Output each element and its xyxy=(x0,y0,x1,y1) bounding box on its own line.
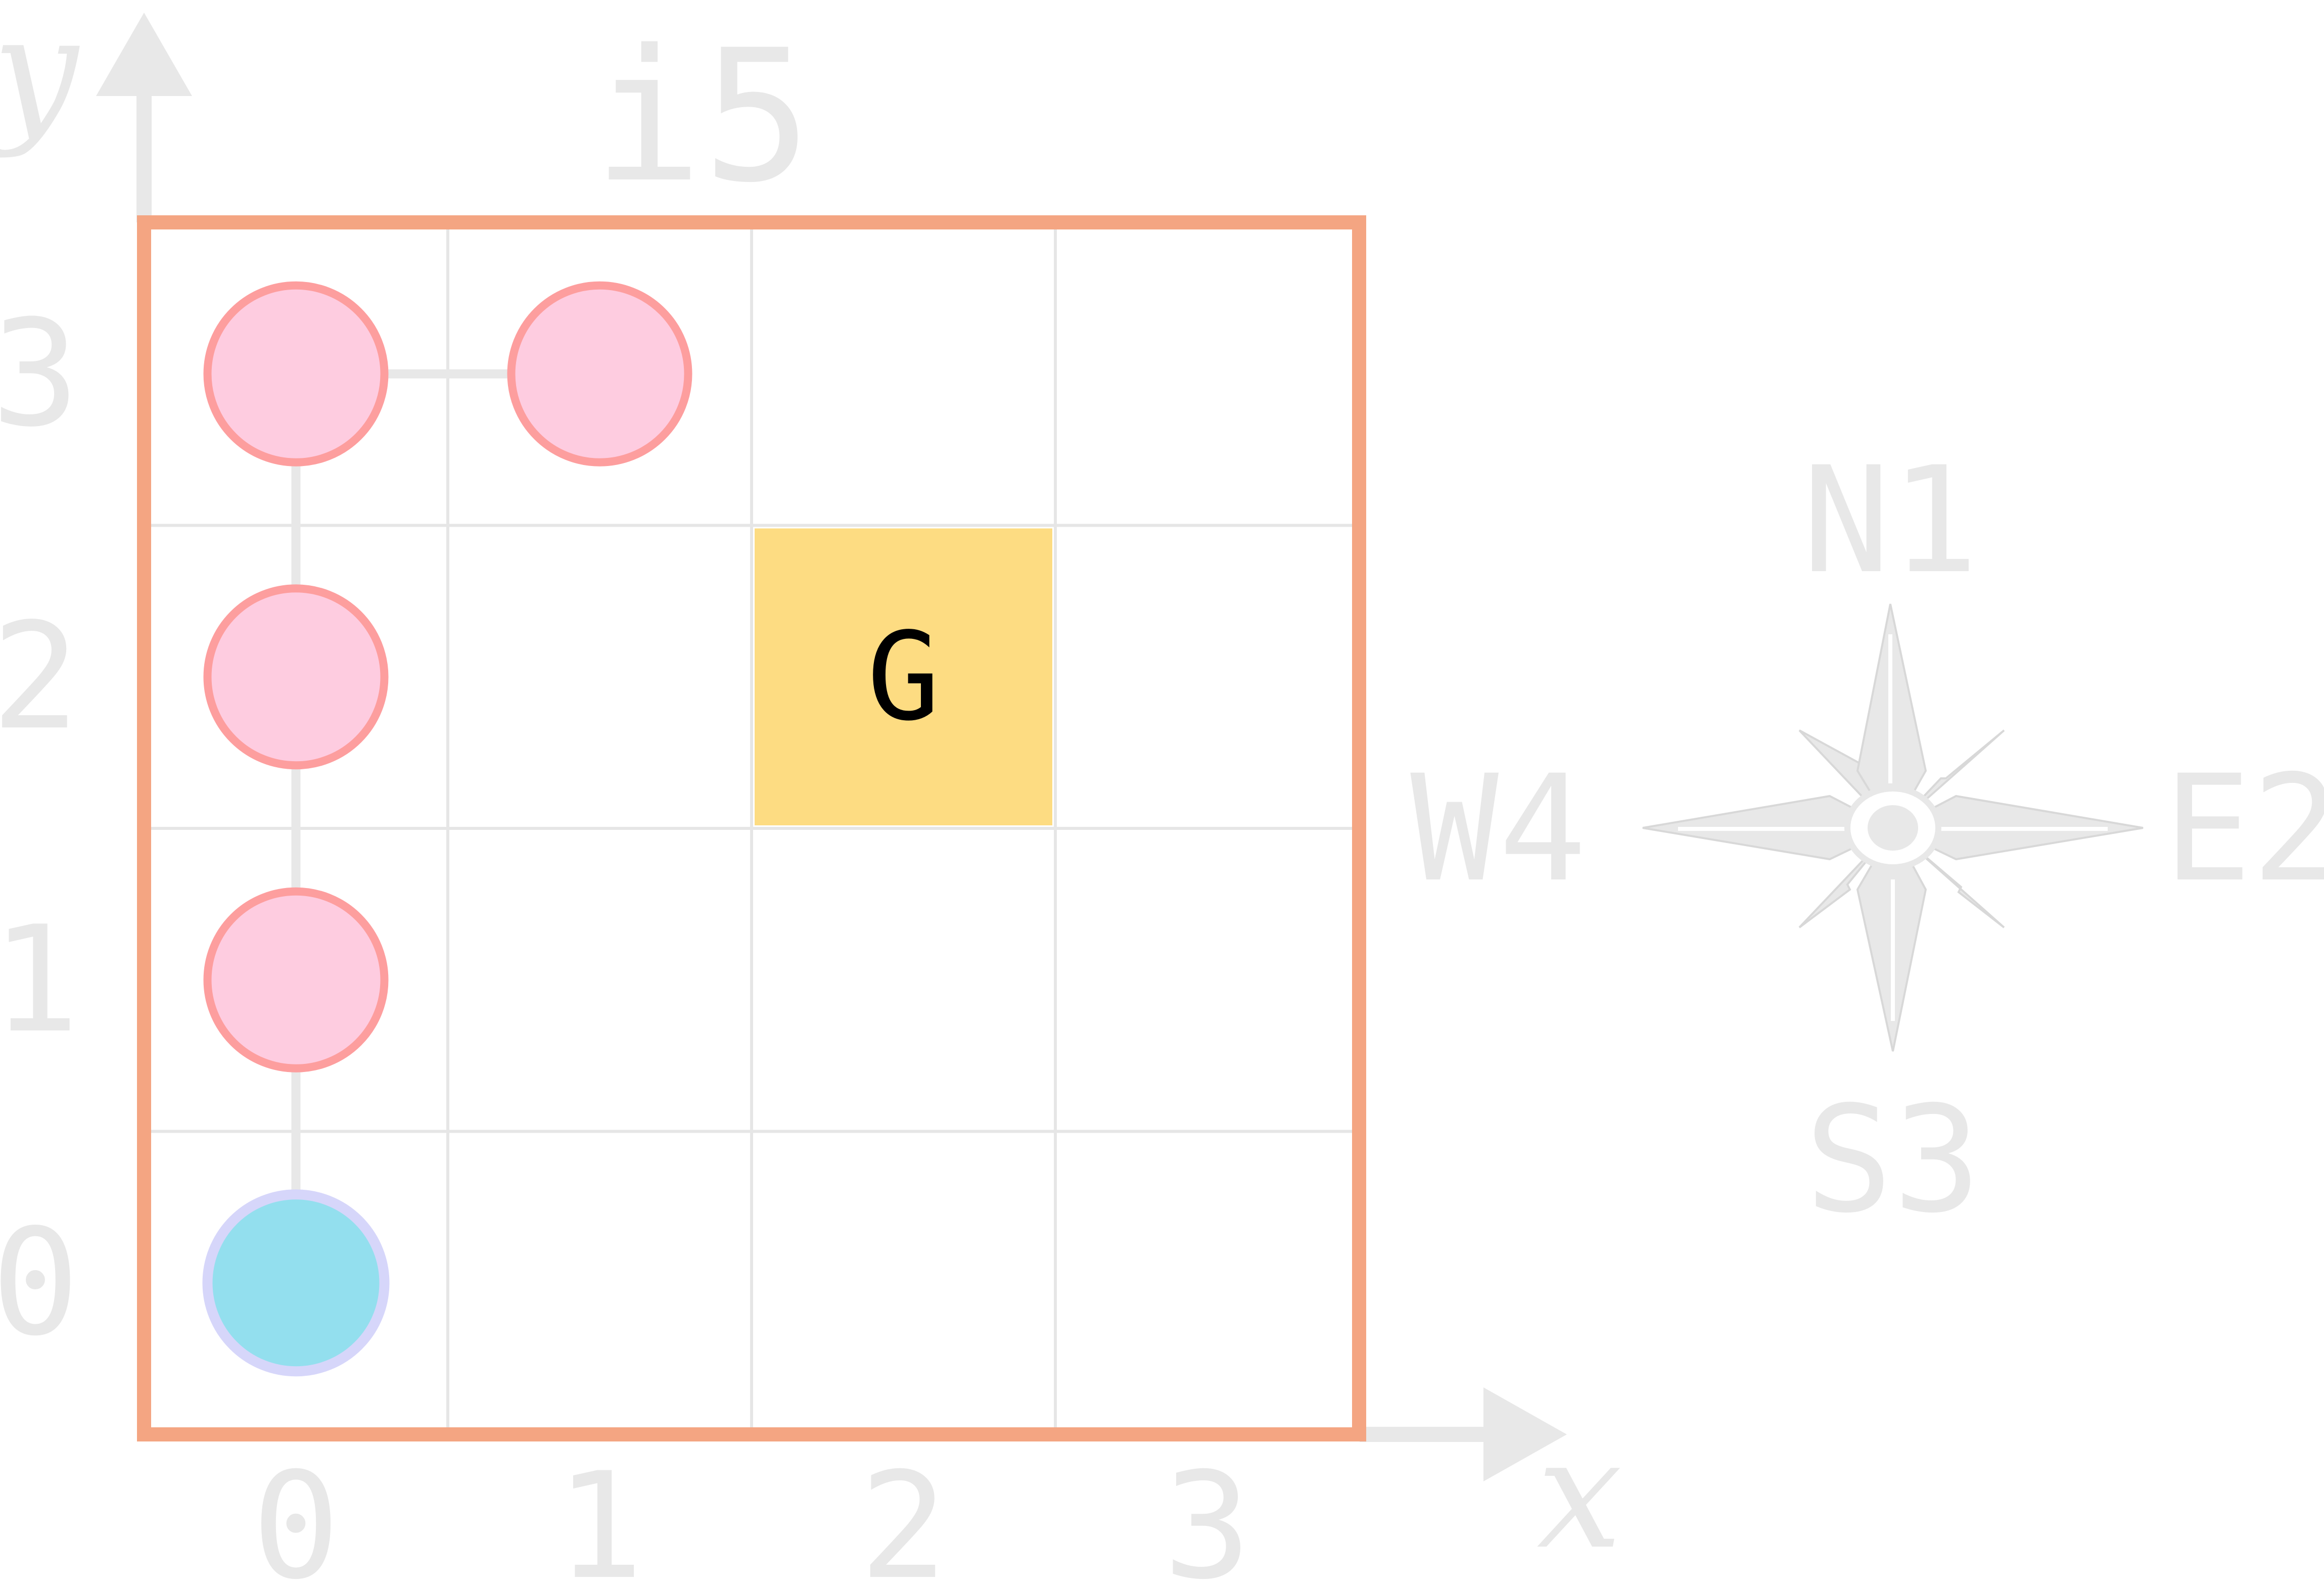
x-axis-label: x xyxy=(1537,1406,1622,1582)
x-tick-label: 3 xyxy=(1163,1441,1251,1584)
snake-segment xyxy=(507,281,692,467)
compass-south-label: S3 xyxy=(1804,1075,1981,1245)
snake-body xyxy=(203,281,692,1073)
compass-west-label: W4 xyxy=(1410,744,1587,914)
goal-label: G xyxy=(867,606,940,748)
y-axis-arrow-icon xyxy=(96,13,192,96)
y-axis: y xyxy=(0,0,192,222)
game-board: G xyxy=(137,215,1366,1441)
y-tick-label: 3 xyxy=(0,289,79,459)
snake-segment xyxy=(203,584,389,770)
compass-north-label: N1 xyxy=(1802,436,1978,606)
y-axis-label: y xyxy=(0,0,80,160)
x-tick-labels: 0 1 2 3 xyxy=(252,1441,1251,1584)
x-axis-arrow-icon xyxy=(1483,1387,1567,1481)
compass-rose-icon xyxy=(1642,603,2144,1052)
level-title: i5 xyxy=(593,11,812,222)
agent-head xyxy=(202,1189,390,1377)
x-axis: x xyxy=(1360,1387,1622,1582)
snake-segment xyxy=(203,281,389,467)
x-tick-label: 1 xyxy=(555,1441,644,1584)
x-tick-label: 0 xyxy=(252,1441,340,1584)
compass: N1 S3 W4 E2 xyxy=(1410,436,2324,1245)
goal-cell xyxy=(755,528,1052,825)
y-tick-label: 1 xyxy=(0,895,79,1065)
grid-lines xyxy=(144,222,1359,1434)
snake-segment xyxy=(203,887,389,1073)
x-tick-label: 2 xyxy=(859,1441,948,1584)
compass-east-label: E2 xyxy=(2163,744,2324,914)
board-border xyxy=(137,215,1366,1441)
y-tick-label: 0 xyxy=(0,1198,79,1368)
y-tick-label: 2 xyxy=(0,592,79,762)
y-tick-labels: 3 2 1 0 xyxy=(0,289,79,1369)
